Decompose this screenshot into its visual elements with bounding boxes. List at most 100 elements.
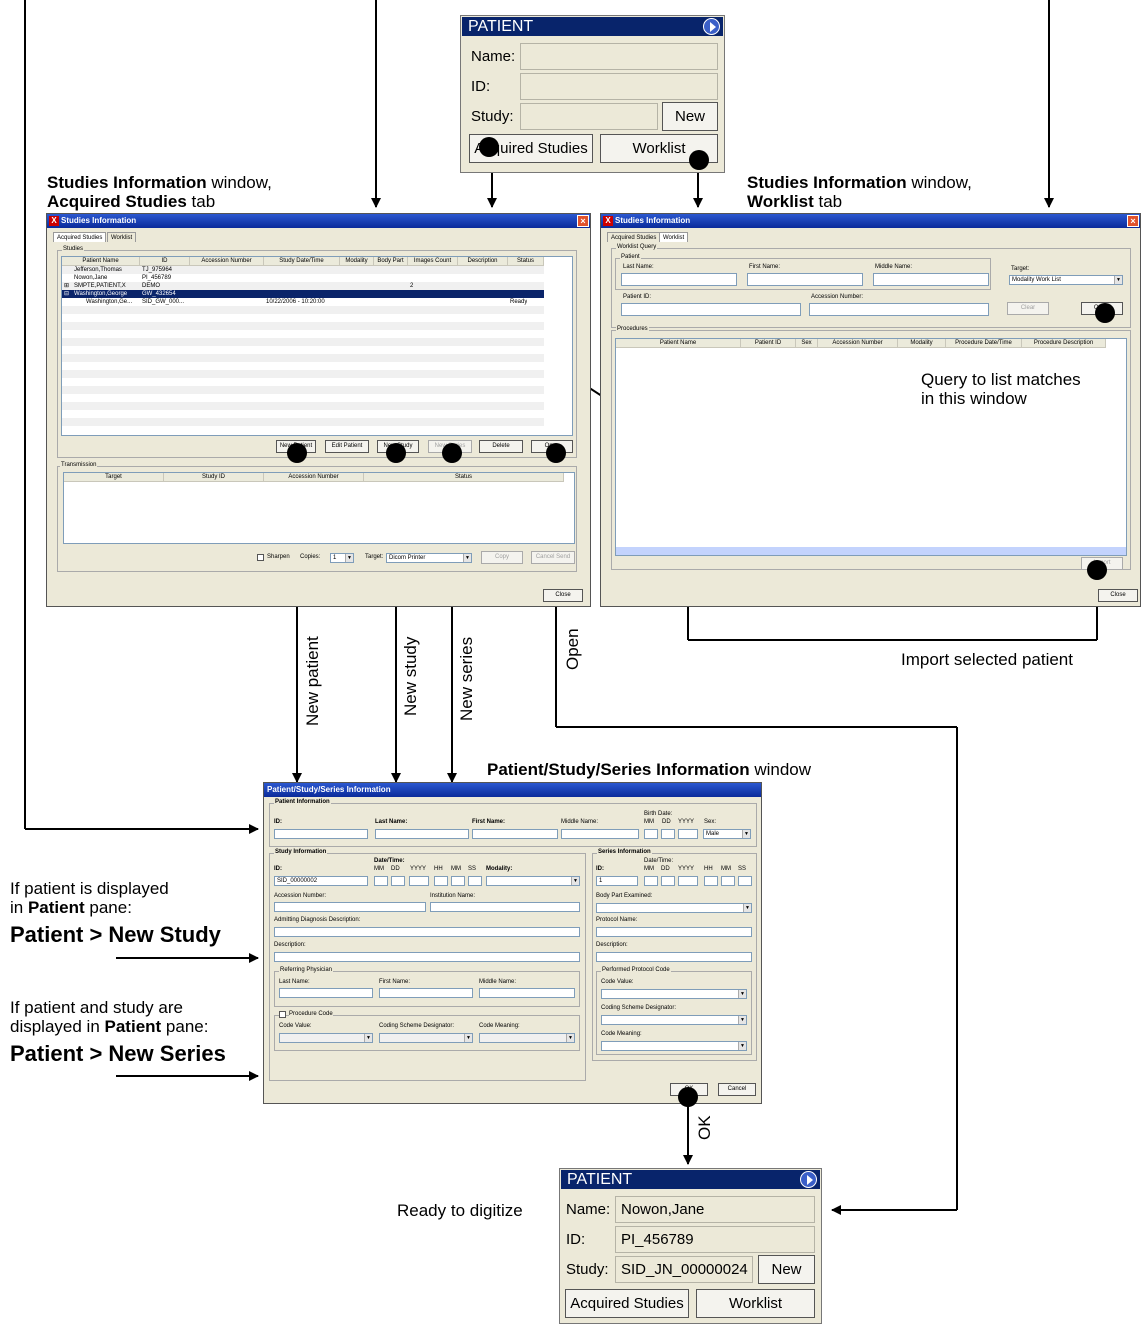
acquired-studies-button[interactable]: Acquired Studies bbox=[469, 134, 593, 163]
patient-id-input[interactable] bbox=[274, 829, 368, 839]
col-patient-name[interactable]: Patient Name bbox=[616, 339, 741, 348]
study-year-input[interactable] bbox=[409, 876, 429, 886]
accession-input[interactable] bbox=[274, 902, 426, 912]
col-target[interactable]: Target bbox=[64, 473, 164, 482]
series-year-input[interactable] bbox=[678, 876, 698, 886]
last-name-input[interactable] bbox=[375, 829, 469, 839]
collapse-icon[interactable]: ⊟ bbox=[64, 291, 70, 297]
tab-worklist[interactable]: Worklist bbox=[107, 232, 137, 242]
col-procedure-date[interactable]: Procedure Date/Time bbox=[946, 339, 1022, 348]
pp-code-meaning-select[interactable]: ▼ bbox=[601, 1041, 747, 1051]
col-study-date[interactable]: Study Date/Time bbox=[264, 257, 340, 266]
birth-month-input[interactable] bbox=[644, 829, 658, 839]
ref-last-name-input[interactable] bbox=[279, 988, 373, 998]
col-description[interactable]: Description bbox=[458, 257, 508, 266]
play-icon[interactable] bbox=[800, 1171, 817, 1188]
study-day-input[interactable] bbox=[391, 876, 405, 886]
series-second-input[interactable] bbox=[738, 876, 752, 886]
accession-input[interactable] bbox=[809, 303, 989, 316]
admitting-input[interactable] bbox=[274, 927, 580, 937]
id-field[interactable] bbox=[520, 73, 718, 100]
code-value-select[interactable]: ▼ bbox=[279, 1033, 373, 1043]
first-name-input[interactable] bbox=[472, 829, 558, 839]
pp-coding-scheme-select[interactable]: ▼ bbox=[601, 1015, 747, 1025]
transmission-table[interactable]: Target Study ID Accession Number Status bbox=[63, 472, 575, 544]
procedure-code-checkbox[interactable] bbox=[279, 1011, 286, 1018]
table-row-name[interactable]: SMPTE,PATIENT,X bbox=[74, 283, 126, 289]
col-modality[interactable]: Modality bbox=[898, 339, 946, 348]
studies-table[interactable]: Patient Name ID Accession Number Study D… bbox=[61, 256, 573, 436]
target-select[interactable]: Dicom Printer▼ bbox=[386, 553, 472, 563]
col-images-count[interactable]: Images Count bbox=[408, 257, 458, 266]
first-name-input[interactable] bbox=[747, 273, 863, 286]
play-icon[interactable] bbox=[703, 18, 720, 35]
cancel-send-button[interactable]: Cancel Send bbox=[531, 551, 575, 564]
series-day-input[interactable] bbox=[661, 876, 675, 886]
study-id-input[interactable]: SID_00000002 bbox=[274, 876, 368, 886]
procedures-table[interactable]: Patient Name Patient ID Sex Accession Nu… bbox=[615, 338, 1127, 556]
col-patient-id[interactable]: Patient ID bbox=[741, 339, 796, 348]
col-study-id[interactable]: Study ID bbox=[164, 473, 264, 482]
clear-button[interactable]: Clear bbox=[1007, 302, 1049, 315]
col-modality[interactable]: Modality bbox=[340, 257, 374, 266]
study-field[interactable] bbox=[520, 103, 658, 130]
series-month-input[interactable] bbox=[644, 876, 658, 886]
sex-select[interactable]: Male▼ bbox=[703, 829, 751, 839]
close-button[interactable]: Close bbox=[1098, 589, 1138, 602]
col-accession-number[interactable]: Accession Number bbox=[264, 473, 364, 482]
name-field[interactable] bbox=[520, 43, 718, 70]
tab-worklist[interactable]: Worklist bbox=[659, 232, 689, 242]
col-status[interactable]: Status bbox=[364, 473, 564, 482]
worklist-button[interactable]: Worklist bbox=[696, 1289, 815, 1318]
col-status[interactable]: Status bbox=[508, 257, 544, 266]
series-hour-input[interactable] bbox=[704, 876, 718, 886]
col-body-part[interactable]: Body Part bbox=[374, 257, 408, 266]
col-sex[interactable]: Sex bbox=[796, 339, 818, 348]
last-name-input[interactable] bbox=[621, 273, 737, 286]
patient-id-input[interactable] bbox=[621, 303, 801, 316]
close-icon[interactable]: × bbox=[577, 215, 589, 227]
modality-select[interactable]: ▼ bbox=[486, 876, 580, 886]
ref-first-name-input[interactable] bbox=[379, 988, 473, 998]
body-part-select[interactable]: ▼ bbox=[596, 903, 752, 913]
birth-day-input[interactable] bbox=[661, 829, 675, 839]
sharpen-checkbox[interactable] bbox=[257, 554, 264, 561]
new-button[interactable]: New bbox=[758, 1255, 815, 1284]
series-minute-input[interactable] bbox=[721, 876, 735, 886]
middle-name-input[interactable] bbox=[561, 829, 639, 839]
table-row-name[interactable]: Jefferson,Thomas bbox=[74, 267, 122, 273]
copy-button[interactable]: Copy bbox=[481, 551, 523, 564]
col-id[interactable]: ID bbox=[140, 257, 190, 266]
pp-code-value-select[interactable]: ▼ bbox=[601, 989, 747, 999]
series-description-input[interactable] bbox=[596, 952, 752, 962]
table-row-name[interactable]: Washington,Ge... bbox=[86, 299, 133, 305]
coding-scheme-select[interactable]: ▼ bbox=[379, 1033, 473, 1043]
target-select[interactable]: Modality Work List▼ bbox=[1009, 275, 1123, 285]
id-field[interactable]: PI_456789 bbox=[615, 1226, 815, 1253]
delete-button[interactable]: Delete bbox=[479, 440, 523, 453]
acquired-studies-button[interactable]: Acquired Studies bbox=[565, 1289, 689, 1318]
study-minute-input[interactable] bbox=[451, 876, 465, 886]
middle-name-input[interactable] bbox=[873, 273, 989, 286]
cancel-button[interactable]: Cancel bbox=[718, 1083, 756, 1096]
horizontal-scrollbar[interactable] bbox=[616, 547, 1126, 555]
study-field[interactable]: SID_JN_00000024 bbox=[615, 1256, 753, 1283]
new-button[interactable]: New bbox=[662, 102, 718, 131]
table-row-name[interactable]: Nowon,Jane bbox=[74, 275, 108, 281]
close-button[interactable]: Close bbox=[543, 589, 583, 602]
col-accession[interactable]: Accession Number bbox=[190, 257, 264, 266]
close-icon[interactable]: × bbox=[1127, 215, 1139, 227]
tab-acquired-studies[interactable]: Acquired Studies bbox=[53, 232, 107, 242]
series-id-input[interactable]: 1 bbox=[596, 876, 638, 886]
col-accession-number[interactable]: Accession Number bbox=[818, 339, 898, 348]
col-procedure-description[interactable]: Procedure Description bbox=[1022, 339, 1106, 348]
copies-select[interactable]: 1▼ bbox=[330, 553, 354, 563]
study-month-input[interactable] bbox=[374, 876, 388, 886]
table-row-name[interactable]: Washington,George bbox=[74, 291, 128, 297]
col-patient-name[interactable]: Patient Name bbox=[62, 257, 140, 266]
study-hour-input[interactable] bbox=[434, 876, 448, 886]
description-input[interactable] bbox=[274, 952, 580, 962]
edit-patient-button[interactable]: Edit Patient bbox=[325, 440, 369, 453]
tab-acquired-studies[interactable]: Acquired Studies bbox=[607, 232, 661, 242]
ref-middle-name-input[interactable] bbox=[479, 988, 575, 998]
